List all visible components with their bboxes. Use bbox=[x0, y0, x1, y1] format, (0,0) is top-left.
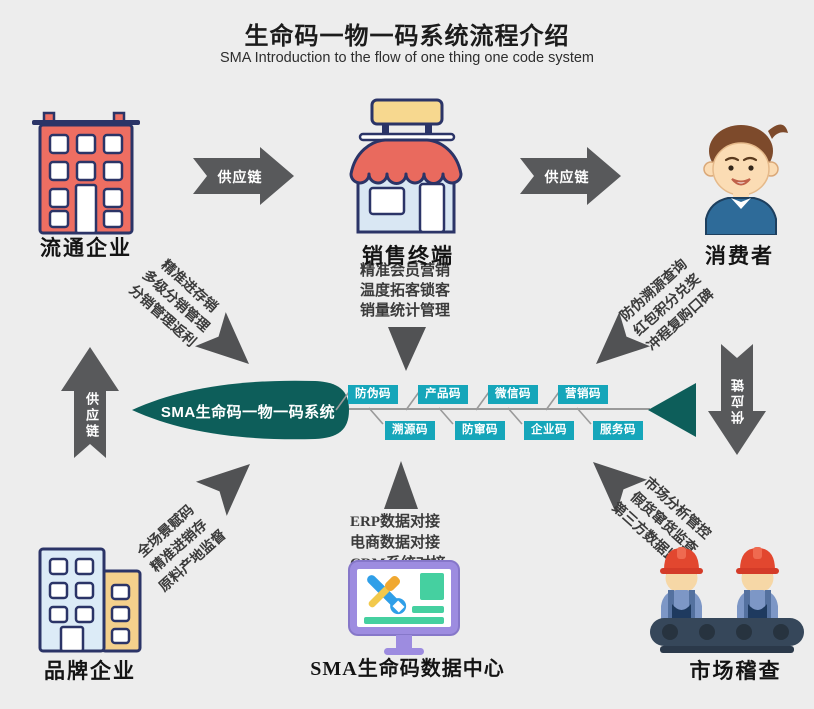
circulation-building-icon bbox=[30, 105, 142, 237]
retail-label: 销售终端 bbox=[362, 244, 454, 268]
supply-chain-arrow-down-icon bbox=[708, 344, 766, 455]
worker-icon bbox=[736, 547, 779, 622]
arrow-down-from-retail-icon bbox=[388, 327, 426, 371]
consumer-label: 消费者 bbox=[705, 244, 774, 268]
supply-chain-arrow-right-2-icon bbox=[520, 147, 621, 205]
supply-chain-label-up: 供应链 bbox=[84, 392, 99, 440]
brand-label: 品牌企业 bbox=[44, 659, 136, 683]
code-badge-chanpinma: 产品码 bbox=[418, 385, 468, 404]
code-badge-fangcuanma: 防窜码 bbox=[455, 421, 505, 440]
code-badge-fuwuma: 服务码 bbox=[593, 421, 643, 440]
code-badge-qiyema: 企业码 bbox=[524, 421, 574, 440]
conveyor-belt-icon bbox=[650, 618, 804, 646]
arrow-up-from-datacenter-icon bbox=[384, 461, 418, 509]
datacenter-label: SMA生命码数据中心 bbox=[310, 658, 505, 680]
arrow-top-left-icon bbox=[194, 312, 249, 364]
circulation-label: 流通企业 bbox=[40, 236, 132, 260]
arrow-bottom-right-icon bbox=[593, 462, 648, 514]
fishbone-head bbox=[132, 380, 349, 440]
supply-chain-arrow-right-1-icon bbox=[193, 147, 294, 205]
retail-store-icon bbox=[322, 92, 490, 244]
page-title: 生命码一物一码系统流程介绍 bbox=[244, 23, 570, 50]
supply-chain-label-1: 供应链 bbox=[217, 169, 263, 185]
worker-icon bbox=[660, 547, 703, 622]
arrow-bottom-left-icon bbox=[195, 464, 250, 516]
code-badge-suyuanma: 溯源码 bbox=[385, 421, 435, 440]
code-badge-weixinma: 微信码 bbox=[488, 385, 538, 404]
supply-chain-label-2: 供应链 bbox=[544, 169, 590, 185]
brand-building-icon bbox=[32, 545, 148, 657]
consumer-person-icon bbox=[688, 105, 794, 235]
inspection-label: 市场稽查 bbox=[689, 659, 782, 683]
fishbone-system-label: SMA生命码一物一码系统 bbox=[160, 404, 336, 421]
page-subtitle: SMA Introduction to the flow of one thin… bbox=[220, 50, 594, 66]
code-badge-fangweima: 防伪码 bbox=[348, 385, 398, 404]
code-badge-yingxiaoma: 营销码 bbox=[558, 385, 608, 404]
inspection-workers-icon bbox=[650, 540, 804, 656]
supply-chain-arrow-up-icon bbox=[61, 347, 119, 458]
supply-chain-label-down: 供应链 bbox=[731, 376, 746, 424]
arrow-top-right-icon bbox=[596, 312, 651, 364]
retail-features-text: 精准会员营销 温度拓客锁客 销量统计管理 bbox=[359, 263, 450, 319]
fishbone-tail bbox=[648, 383, 696, 437]
datacenter-monitor-icon bbox=[348, 560, 462, 655]
fishbone-connectors bbox=[335, 391, 592, 425]
